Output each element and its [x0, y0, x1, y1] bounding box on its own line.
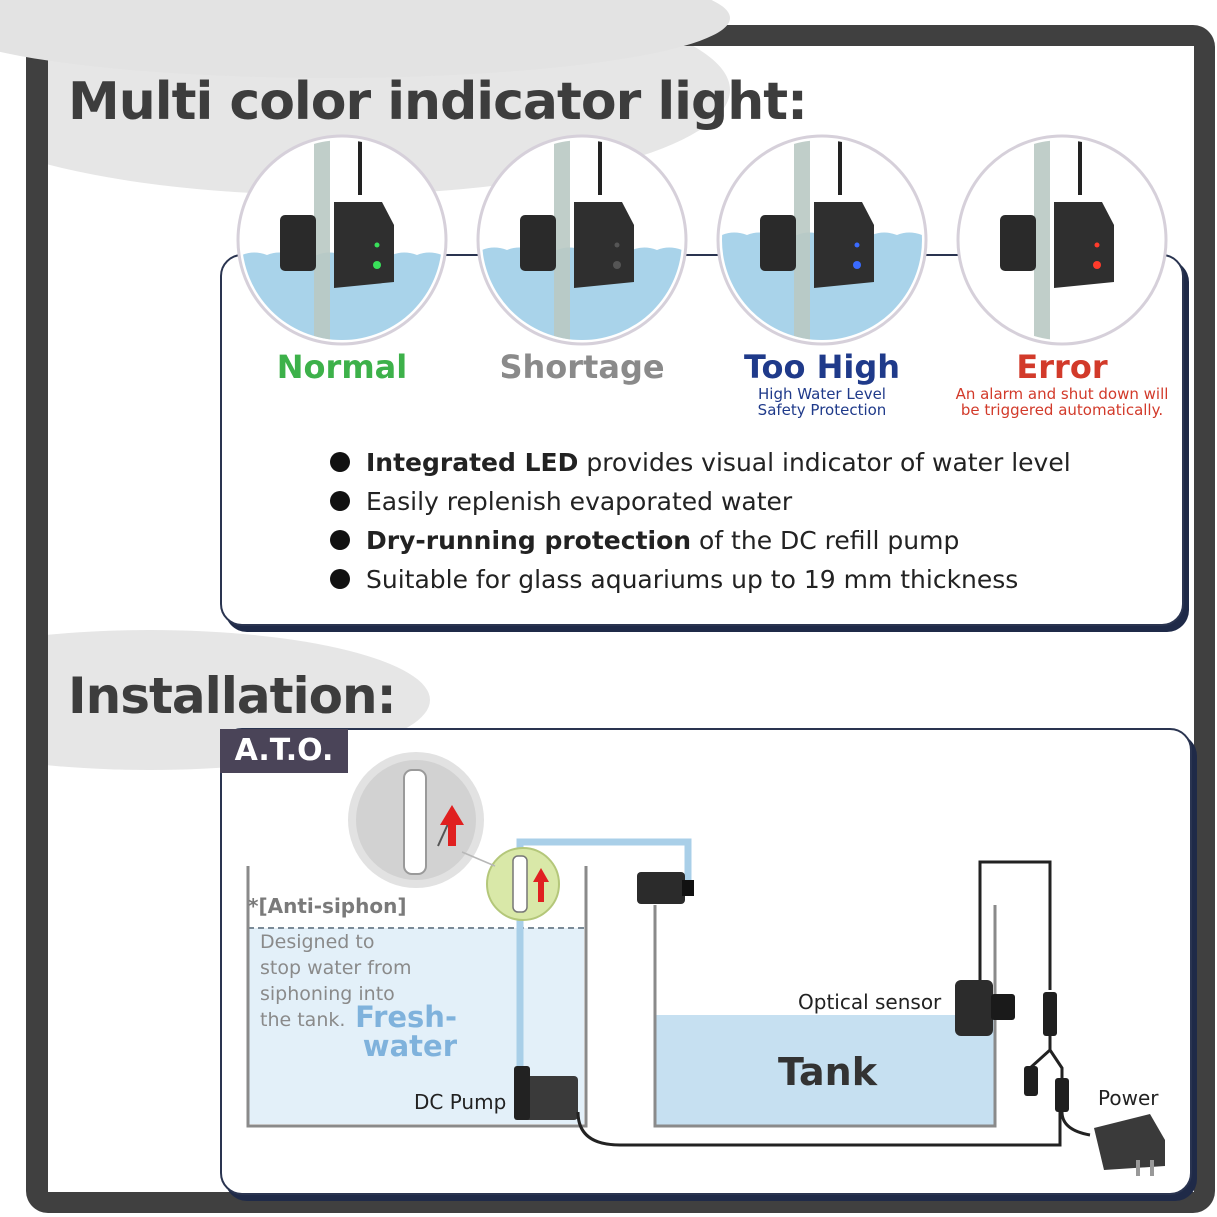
tank — [653, 905, 997, 1128]
status-title: Too High — [743, 348, 901, 386]
freshwater-line: Fresh- — [355, 1000, 457, 1034]
status-title: Shortage — [499, 348, 665, 386]
feature-item: Dry-running protection of the DC refill … — [330, 521, 1071, 560]
feature-text: Suitable for glass aquariums up to 19 mm… — [366, 565, 1019, 594]
status-label-group: Shortage — [467, 348, 697, 386]
feature-text: Easily replenish evaporated water — [366, 487, 793, 516]
anti-siphon-zoom-icon — [348, 752, 484, 888]
dc-pump-label: DC Pump — [414, 1090, 507, 1114]
tank-label: Tank — [778, 1050, 877, 1094]
status-title: Normal — [276, 348, 408, 386]
feature-item: Suitable for glass aquariums up to 19 mm… — [330, 560, 1071, 599]
power-label: Power — [1098, 1086, 1159, 1110]
feature-text: of the DC refill pump — [691, 526, 960, 555]
tank-outlet-nozzle — [637, 872, 694, 904]
feature-text: provides visual indicator of water level — [578, 448, 1071, 477]
feature-bold: Dry-running protection — [366, 526, 692, 555]
status-label-group: Normal — [227, 348, 457, 386]
status-subtitle: An alarm and shut down will — [955, 385, 1169, 403]
status-subtitle: High Water Level — [758, 385, 886, 403]
feature-item: Easily replenish evaporated water — [330, 482, 1071, 521]
ato-tag: A.T.O. — [220, 729, 348, 773]
anti-siphon-small-icon — [486, 847, 560, 921]
freshwater-label: Fresh- water — [355, 1003, 457, 1061]
installation-section-title: Installation: — [68, 667, 397, 725]
anti-siphon-line: Designed to — [260, 931, 375, 953]
dc-pump-icon — [514, 1066, 578, 1120]
anti-siphon-label: *[Anti-siphon] — [248, 894, 407, 918]
feature-item: Integrated LED provides visual indicator… — [330, 443, 1071, 482]
status-title: Error — [1016, 348, 1108, 386]
bullet-icon — [330, 530, 350, 550]
indicator-section-title: Multi color indicator light: — [68, 72, 808, 132]
anti-siphon-line: the tank. — [260, 1009, 346, 1031]
status-circle-error — [956, 134, 1168, 346]
feature-list: Integrated LED provides visual indicator… — [330, 443, 1071, 599]
status-circle-normal — [236, 134, 448, 346]
optical-sensor-icon — [955, 980, 1015, 1036]
status-circle-shortage — [476, 134, 688, 346]
status-subtitle: Safety Protection — [757, 401, 887, 419]
anti-siphon-description: Designed to stop water from siphoning in… — [260, 929, 411, 1033]
bullet-icon — [330, 569, 350, 589]
bullet-icon — [330, 491, 350, 511]
freshwater-line: water — [362, 1029, 457, 1063]
status-subtitle: be triggered automatically. — [960, 401, 1164, 419]
bullet-icon — [330, 452, 350, 472]
optical-sensor-label: Optical sensor — [798, 990, 942, 1014]
anti-siphon-line: siphoning into — [260, 983, 395, 1005]
feature-bold: Integrated LED — [366, 448, 579, 477]
anti-siphon-line: stop water from — [260, 957, 412, 979]
status-circle-too-high — [716, 134, 928, 346]
power-adapter-icon — [1094, 1114, 1165, 1176]
